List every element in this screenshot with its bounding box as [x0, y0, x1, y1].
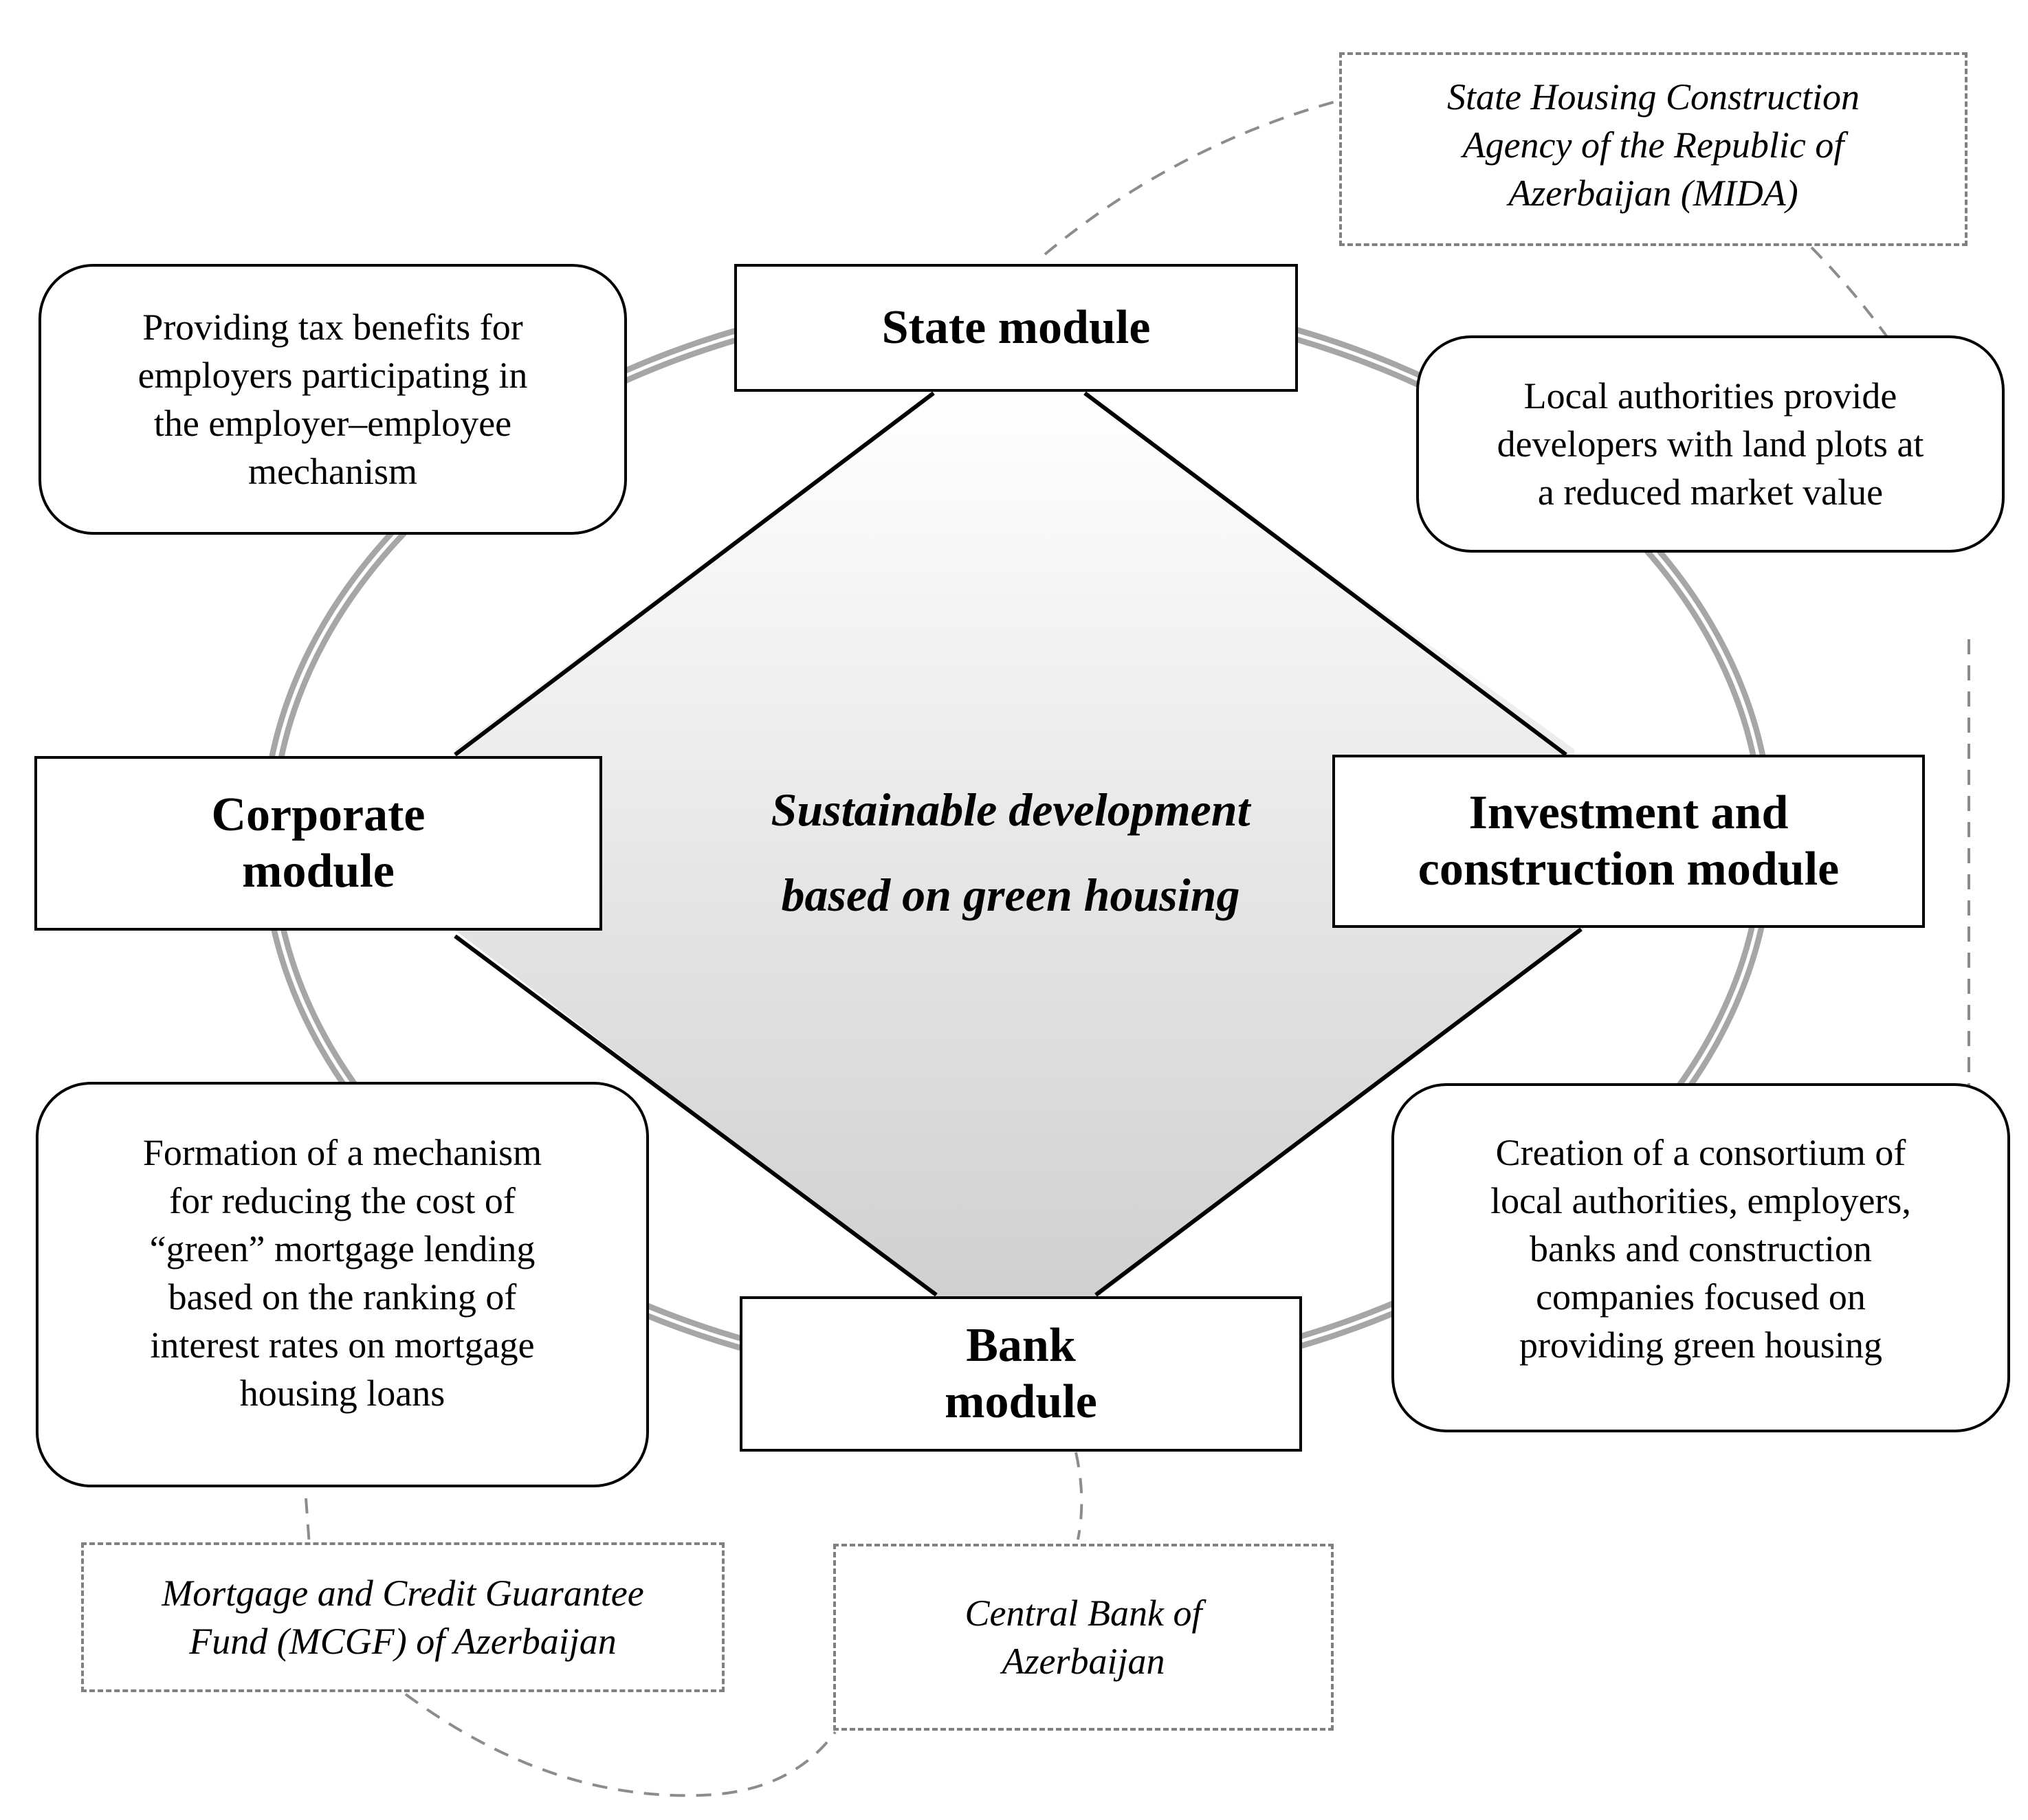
state-module-box: State module [734, 264, 1298, 392]
corporate-module-label: Corporate module [211, 788, 426, 898]
corporate-module-box: Corporate module [34, 756, 602, 931]
land-plots-text: Local authorities provide developers wit… [1497, 375, 1924, 513]
central-bank-box: Central Bank of Azerbaijan [833, 1544, 1334, 1731]
bank-module-box: Bank module [740, 1296, 1302, 1452]
arrow-state-corporate [454, 391, 935, 757]
consortium-text: Creation of a consortium of local author… [1490, 1132, 1911, 1366]
arrow-investment-bank [1094, 927, 1583, 1297]
central-bank-text: Central Bank of Azerbaijan [965, 1592, 1202, 1682]
mida-box: State Housing Construction Agency of the… [1339, 52, 1968, 246]
arrow-corporate-bank [454, 934, 938, 1297]
investment-module-box: Investment and construction module [1332, 755, 1925, 928]
mortgage-mechanism-text: Formation of a mechanism for reducing th… [142, 1132, 542, 1414]
tax-benefits-text: Providing tax benefits for employers par… [137, 307, 528, 492]
arrow-state-investment [1083, 391, 1567, 757]
mida-text: State Housing Construction Agency of the… [1446, 76, 1860, 214]
center-title-line1: Sustainable development [771, 784, 1250, 836]
center-title-line2: based on green housing [781, 869, 1240, 921]
mortgage-mechanism-box: Formation of a mechanism for reducing th… [36, 1082, 649, 1487]
consortium-box: Creation of a consortium of local author… [1391, 1083, 2010, 1432]
dashed-connector-circle [305, 100, 1970, 1797]
state-module-label: State module [881, 301, 1151, 354]
bank-module-label: Bank module [945, 1319, 1097, 1428]
land-plots-box: Local authorities provide developers wit… [1416, 335, 2005, 553]
mcgf-box: Mortgage and Credit Guarantee Fund (MCGF… [81, 1542, 725, 1692]
mcgf-text: Mortgage and Credit Guarantee Fund (MCGF… [162, 1573, 644, 1662]
center-title: Sustainable development based on green h… [674, 763, 1347, 942]
tax-benefits-box: Providing tax benefits for employers par… [38, 264, 627, 535]
investment-module-label: Investment and construction module [1418, 786, 1840, 896]
